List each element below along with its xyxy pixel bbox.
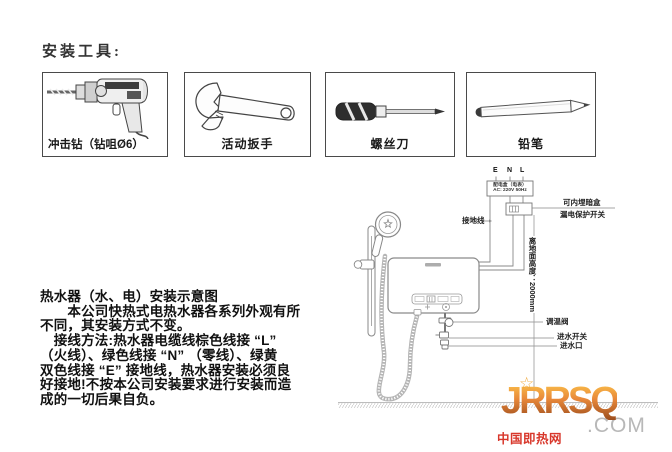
notes-line: 接线方法:热水器电缆线棕色线接 “L” [40,333,277,349]
notes-line: 双色线接 “E” 接地线，热水器安装必须良 [40,362,291,378]
tool-label: 螺丝刀 [370,137,410,151]
ground-line [338,402,658,408]
pointer-lines [447,207,615,347]
hose-connector [413,309,422,316]
notes-line: 热水器（水、电）安装示意图 [40,289,219,304]
terminal-stubs [495,176,524,181]
concealed-box-label: 可内埋暗盒 [563,198,601,207]
watermark-site-name: 中国即热网 [497,432,563,446]
installation-diagram [338,176,658,408]
height-from-ground-label: 离地面高度：2000mm [528,236,537,314]
bracket-knob [353,260,363,269]
tools-section-title: 安装工具: [42,44,122,60]
inlet-valve-assembly [435,313,454,350]
power-box-label-line2: AC: 220V 50Hz [493,187,527,193]
shower-assembly [353,211,402,337]
heater-buttons [425,303,450,311]
terminal-label-n: N [507,167,513,174]
wires [479,196,525,271]
water-heater-unit [387,257,480,314]
impact-drill-icon [47,78,149,139]
notes-line: 不同，其安装方式不变。 [40,318,191,334]
tool-label: 冲击钻（钻咀Ø6） [48,139,144,151]
tool-box-wrench: 活动扳手 [184,72,311,157]
installation-notes: 热水器（水、电）安装示意图 本公司快热式电热水器各系列外观有所 不同，其安装方式… [40,289,346,408]
leakage-protection-switch [505,202,533,216]
pencil-icon [475,99,591,118]
notes-line: 本公司快热式电热水器各系列外观有所 [40,303,301,319]
terminal-label-e: E [493,167,498,174]
tool-label: 活动扳手 [221,137,274,151]
notes-line: 成的一切后果自负。 [40,391,164,407]
heater-brand-mark [425,263,441,267]
temp-valve-label: 调温阀 [546,317,569,326]
ground-wire-label: 接地线 [462,216,485,225]
heater-control-panel [411,293,463,305]
tool-box-impact-drill: 冲击钻（钻咀Ø6） [42,72,168,157]
power-box-label-line1: 配电盒（电表） [493,183,527,188]
adjustable-wrench-icon [195,82,295,131]
shower-handle [371,234,384,257]
shower-hose [376,253,422,402]
tool-label: 铅笔 [517,137,544,151]
tool-box-screwdriver: 螺丝刀 [325,72,455,157]
site-watermark: .COM JRRSQ ☆ 中国即热网 [495,374,672,450]
screwdriver-icon [335,102,445,121]
tool-box-pencil: 铅笔 [466,72,596,157]
inlet-switch-label: 进水开关 [557,332,587,341]
shower-head [374,211,402,238]
leakage-switch-label: 漏电保护开关 [560,210,605,219]
watermark-domain: .COM [587,414,646,437]
star-icon: ☆ [519,374,535,393]
notes-line: （火线）、绿色线接 “N” （零线）、绿黄 [40,347,278,363]
inlet-label: 进水口 [560,341,583,350]
notes-line: 好接地!不按本公司安装要求进行安装而造 [40,377,292,393]
watermark-brand: JRRSQ [501,380,620,422]
terminal-label-l: L [520,167,525,174]
power-box-label: 配电盒（电表） AC: 220V 50Hz [492,183,527,193]
